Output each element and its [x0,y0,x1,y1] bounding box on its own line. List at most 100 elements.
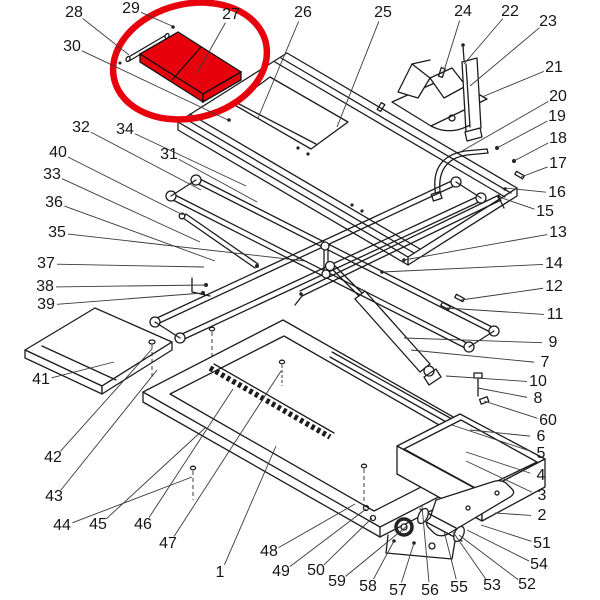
part-label-11: 11 [547,306,564,323]
leader-line-7 [411,350,534,362]
leader-line-15 [499,197,535,209]
leader-line-6 [470,430,530,436]
leader-line-18 [514,143,548,161]
part-label-42: 42 [44,449,62,466]
leader-line-40 [68,157,183,215]
leader-line-34 [135,134,246,186]
leader-line-59 [346,526,407,576]
part-label-50: 50 [307,562,325,579]
side-ramp [25,308,172,394]
leader-line-56 [422,506,429,582]
part-label-7: 7 [541,354,550,371]
leader-lines [52,12,549,582]
part-label-58: 58 [359,578,377,595]
part-label-56: 56 [421,582,439,599]
platform-top [178,53,517,265]
leader-line-12 [461,288,543,300]
part-number-labels: 1234567891011121314151617181920212223242… [32,0,567,599]
part-label-53: 53 [483,577,501,594]
handle-bar [431,146,516,201]
part-label-49: 49 [272,563,290,580]
part-label-31: 31 [160,146,178,163]
leader-line-24 [443,21,460,74]
leader-line-45 [106,428,205,519]
part-label-30: 30 [63,38,81,55]
part-label-46: 46 [134,516,152,533]
part-label-10: 10 [529,373,547,390]
part-label-5: 5 [537,445,546,462]
part-label-4: 4 [537,467,546,484]
part-label-24: 24 [454,3,472,20]
leader-line-54 [467,530,529,561]
leader-line-53 [453,532,486,579]
leader-line-8 [478,388,527,397]
leader-line-11 [446,308,544,314]
part-label-45: 45 [89,516,107,533]
leader-line-49 [290,509,366,567]
leader-line-60 [484,401,538,418]
part-label-27: 27 [222,6,240,23]
leader-line-33 [62,179,200,242]
part-label-55: 55 [450,579,468,596]
part-label-9: 9 [549,334,558,351]
part-label-6: 6 [537,428,546,445]
part-label-52: 52 [518,576,536,593]
leader-line-16 [505,188,546,192]
part-label-29: 29 [122,0,140,17]
leader-line-51 [481,525,531,541]
leader-line-39 [57,293,203,304]
leader-line-31 [179,159,257,202]
part-label-2: 2 [538,507,547,524]
part-label-23: 23 [539,13,557,30]
leader-line-35 [68,234,305,261]
part-label-60: 60 [539,412,557,429]
wheel-chock-assembly [392,43,487,141]
part-label-28: 28 [65,4,83,21]
part-label-57: 57 [389,582,407,599]
part-label-33: 33 [43,166,61,183]
leader-line-27 [197,23,225,73]
leader-line-44 [72,477,192,523]
leader-line-50 [324,518,372,565]
leader-line-10 [446,376,527,381]
part-label-41: 41 [32,371,50,388]
leader-line-2 [495,513,531,515]
leader-line-47 [174,371,281,536]
part-label-26: 26 [294,4,312,21]
part-label-19: 19 [548,108,566,125]
leader-line-36 [64,206,215,261]
part-label-25: 25 [374,4,392,21]
part-label-15: 15 [536,203,554,220]
part-label-1: 1 [216,564,225,581]
leader-line-55 [444,531,456,579]
part-label-44: 44 [53,517,71,534]
part-label-35: 35 [48,224,66,241]
leader-line-41 [52,362,114,378]
part-label-22: 22 [501,3,519,20]
leader-line-38 [56,285,206,287]
leader-line-29 [141,12,172,26]
leader-line-14 [382,264,543,272]
part-label-20: 20 [549,88,567,105]
part-label-37: 37 [37,255,55,272]
part-label-36: 36 [45,194,63,211]
leader-line-17 [521,167,548,177]
part-label-32: 32 [72,119,90,136]
part-label-40: 40 [49,144,67,161]
part-label-16: 16 [548,184,566,201]
leader-line-21 [482,71,544,97]
leader-line-5 [452,425,531,451]
leader-line-42 [60,349,152,451]
leader-line-37 [57,264,204,267]
leader-line-3 [466,461,532,492]
part-label-18: 18 [549,130,567,147]
leader-line-46 [149,389,233,517]
leader-line-48 [279,504,355,548]
leader-line-25 [337,21,379,127]
leader-line-19 [497,121,547,148]
leader-line-52 [459,535,518,580]
highlight-ellipse [101,0,280,135]
part-label-3: 3 [538,487,547,504]
